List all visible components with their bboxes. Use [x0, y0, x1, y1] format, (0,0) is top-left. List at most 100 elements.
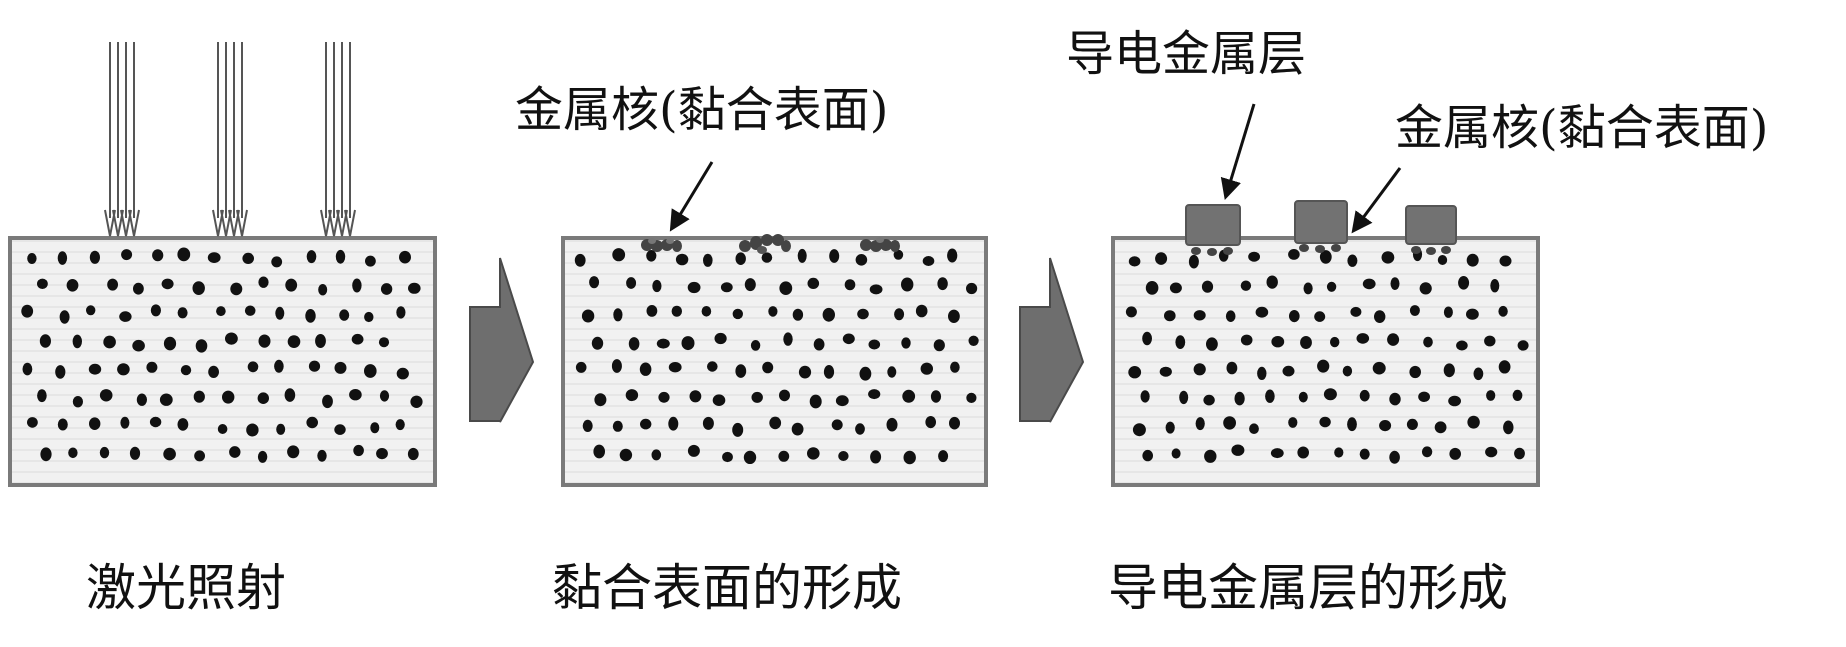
particle: [180, 365, 192, 376]
particle: [948, 309, 960, 323]
particle: [1159, 366, 1172, 377]
particle: [735, 364, 747, 378]
particle: [701, 306, 712, 317]
particle: [370, 422, 380, 434]
particle: [743, 450, 757, 464]
particle: [1347, 254, 1358, 267]
particles-2: [574, 248, 979, 465]
particles-1: [21, 247, 423, 463]
particle: [829, 249, 840, 263]
particle: [947, 248, 958, 263]
label-conductive-metal-layer: 导电金属层: [1066, 26, 1307, 82]
callout-pointer-conductive-layer: [1220, 103, 1256, 201]
particle: [306, 250, 317, 264]
particle: [208, 365, 220, 378]
process-arrow-1: [469, 257, 535, 423]
particle: [1379, 420, 1392, 432]
particle: [1314, 311, 1326, 322]
particle: [966, 282, 978, 295]
laser-ray-head: [120, 209, 132, 237]
particle: [792, 308, 804, 321]
particle: [581, 309, 595, 323]
particle: [831, 419, 843, 431]
particle: [318, 284, 328, 296]
particle: [1434, 421, 1447, 434]
particle: [258, 276, 269, 288]
particle: [1517, 340, 1529, 351]
laser-ray-head: [344, 209, 356, 237]
particle: [1289, 310, 1300, 323]
metal-pad-2: [1294, 200, 1348, 253]
particle: [22, 362, 33, 376]
laser-arrow-group-2: [212, 42, 248, 237]
particle: [930, 390, 942, 403]
particle: [195, 339, 208, 353]
particle: [869, 284, 883, 295]
particle: [89, 417, 101, 431]
particle: [121, 249, 133, 261]
laser-ray-head: [212, 209, 224, 237]
particle: [1421, 446, 1433, 458]
particle: [714, 332, 727, 345]
laser-arrows: [104, 42, 356, 237]
particle: [612, 420, 623, 432]
particle: [99, 446, 110, 459]
particle: [275, 306, 285, 320]
laser-ray-head: [128, 209, 140, 237]
nucleus-cluster-1: [641, 238, 682, 252]
particle: [1140, 390, 1150, 403]
particle: [751, 391, 763, 403]
particle: [807, 447, 820, 460]
particle: [1356, 333, 1370, 344]
particle: [823, 365, 835, 379]
laser-arrow-group-3: [320, 42, 356, 237]
particle: [119, 311, 132, 322]
substrate-block-1: [8, 236, 437, 487]
particle: [1374, 310, 1386, 323]
particle: [1381, 251, 1395, 264]
particle: [193, 390, 205, 403]
particle: [163, 336, 177, 351]
particle: [99, 389, 113, 402]
particle: [1165, 421, 1175, 434]
particle: [722, 451, 733, 463]
particle: [1193, 363, 1206, 376]
particle: [844, 279, 856, 291]
particle: [222, 390, 235, 404]
particle: [1390, 277, 1400, 290]
particle: [339, 309, 350, 321]
particle: [352, 278, 362, 293]
particle: [351, 333, 364, 345]
particle: [1164, 310, 1176, 322]
particle: [762, 361, 774, 374]
particle: [276, 423, 286, 435]
particle: [887, 366, 897, 378]
particle: [1449, 447, 1461, 460]
particle: [702, 416, 714, 430]
particle: [1288, 249, 1300, 260]
nucleus-cluster-3: [860, 237, 900, 252]
particle: [779, 389, 790, 402]
particle: [89, 250, 100, 264]
particle: [395, 419, 405, 431]
particle: [1389, 450, 1400, 464]
nucleus-cluster-2: [739, 234, 791, 254]
particle: [1125, 306, 1137, 318]
particle: [1288, 417, 1298, 428]
particle: [920, 362, 933, 375]
particle: [396, 306, 406, 319]
particle: [1266, 275, 1278, 289]
particle: [768, 306, 778, 317]
particle: [1317, 359, 1330, 373]
particle: [798, 365, 812, 379]
particle: [1486, 390, 1496, 401]
particle: [1265, 389, 1275, 403]
particle: [317, 449, 327, 462]
particle: [66, 279, 79, 292]
particle: [21, 304, 34, 318]
particle: [703, 253, 713, 267]
particle: [177, 418, 189, 431]
particle: [378, 337, 390, 348]
particle: [1188, 254, 1199, 269]
particle: [750, 340, 761, 351]
